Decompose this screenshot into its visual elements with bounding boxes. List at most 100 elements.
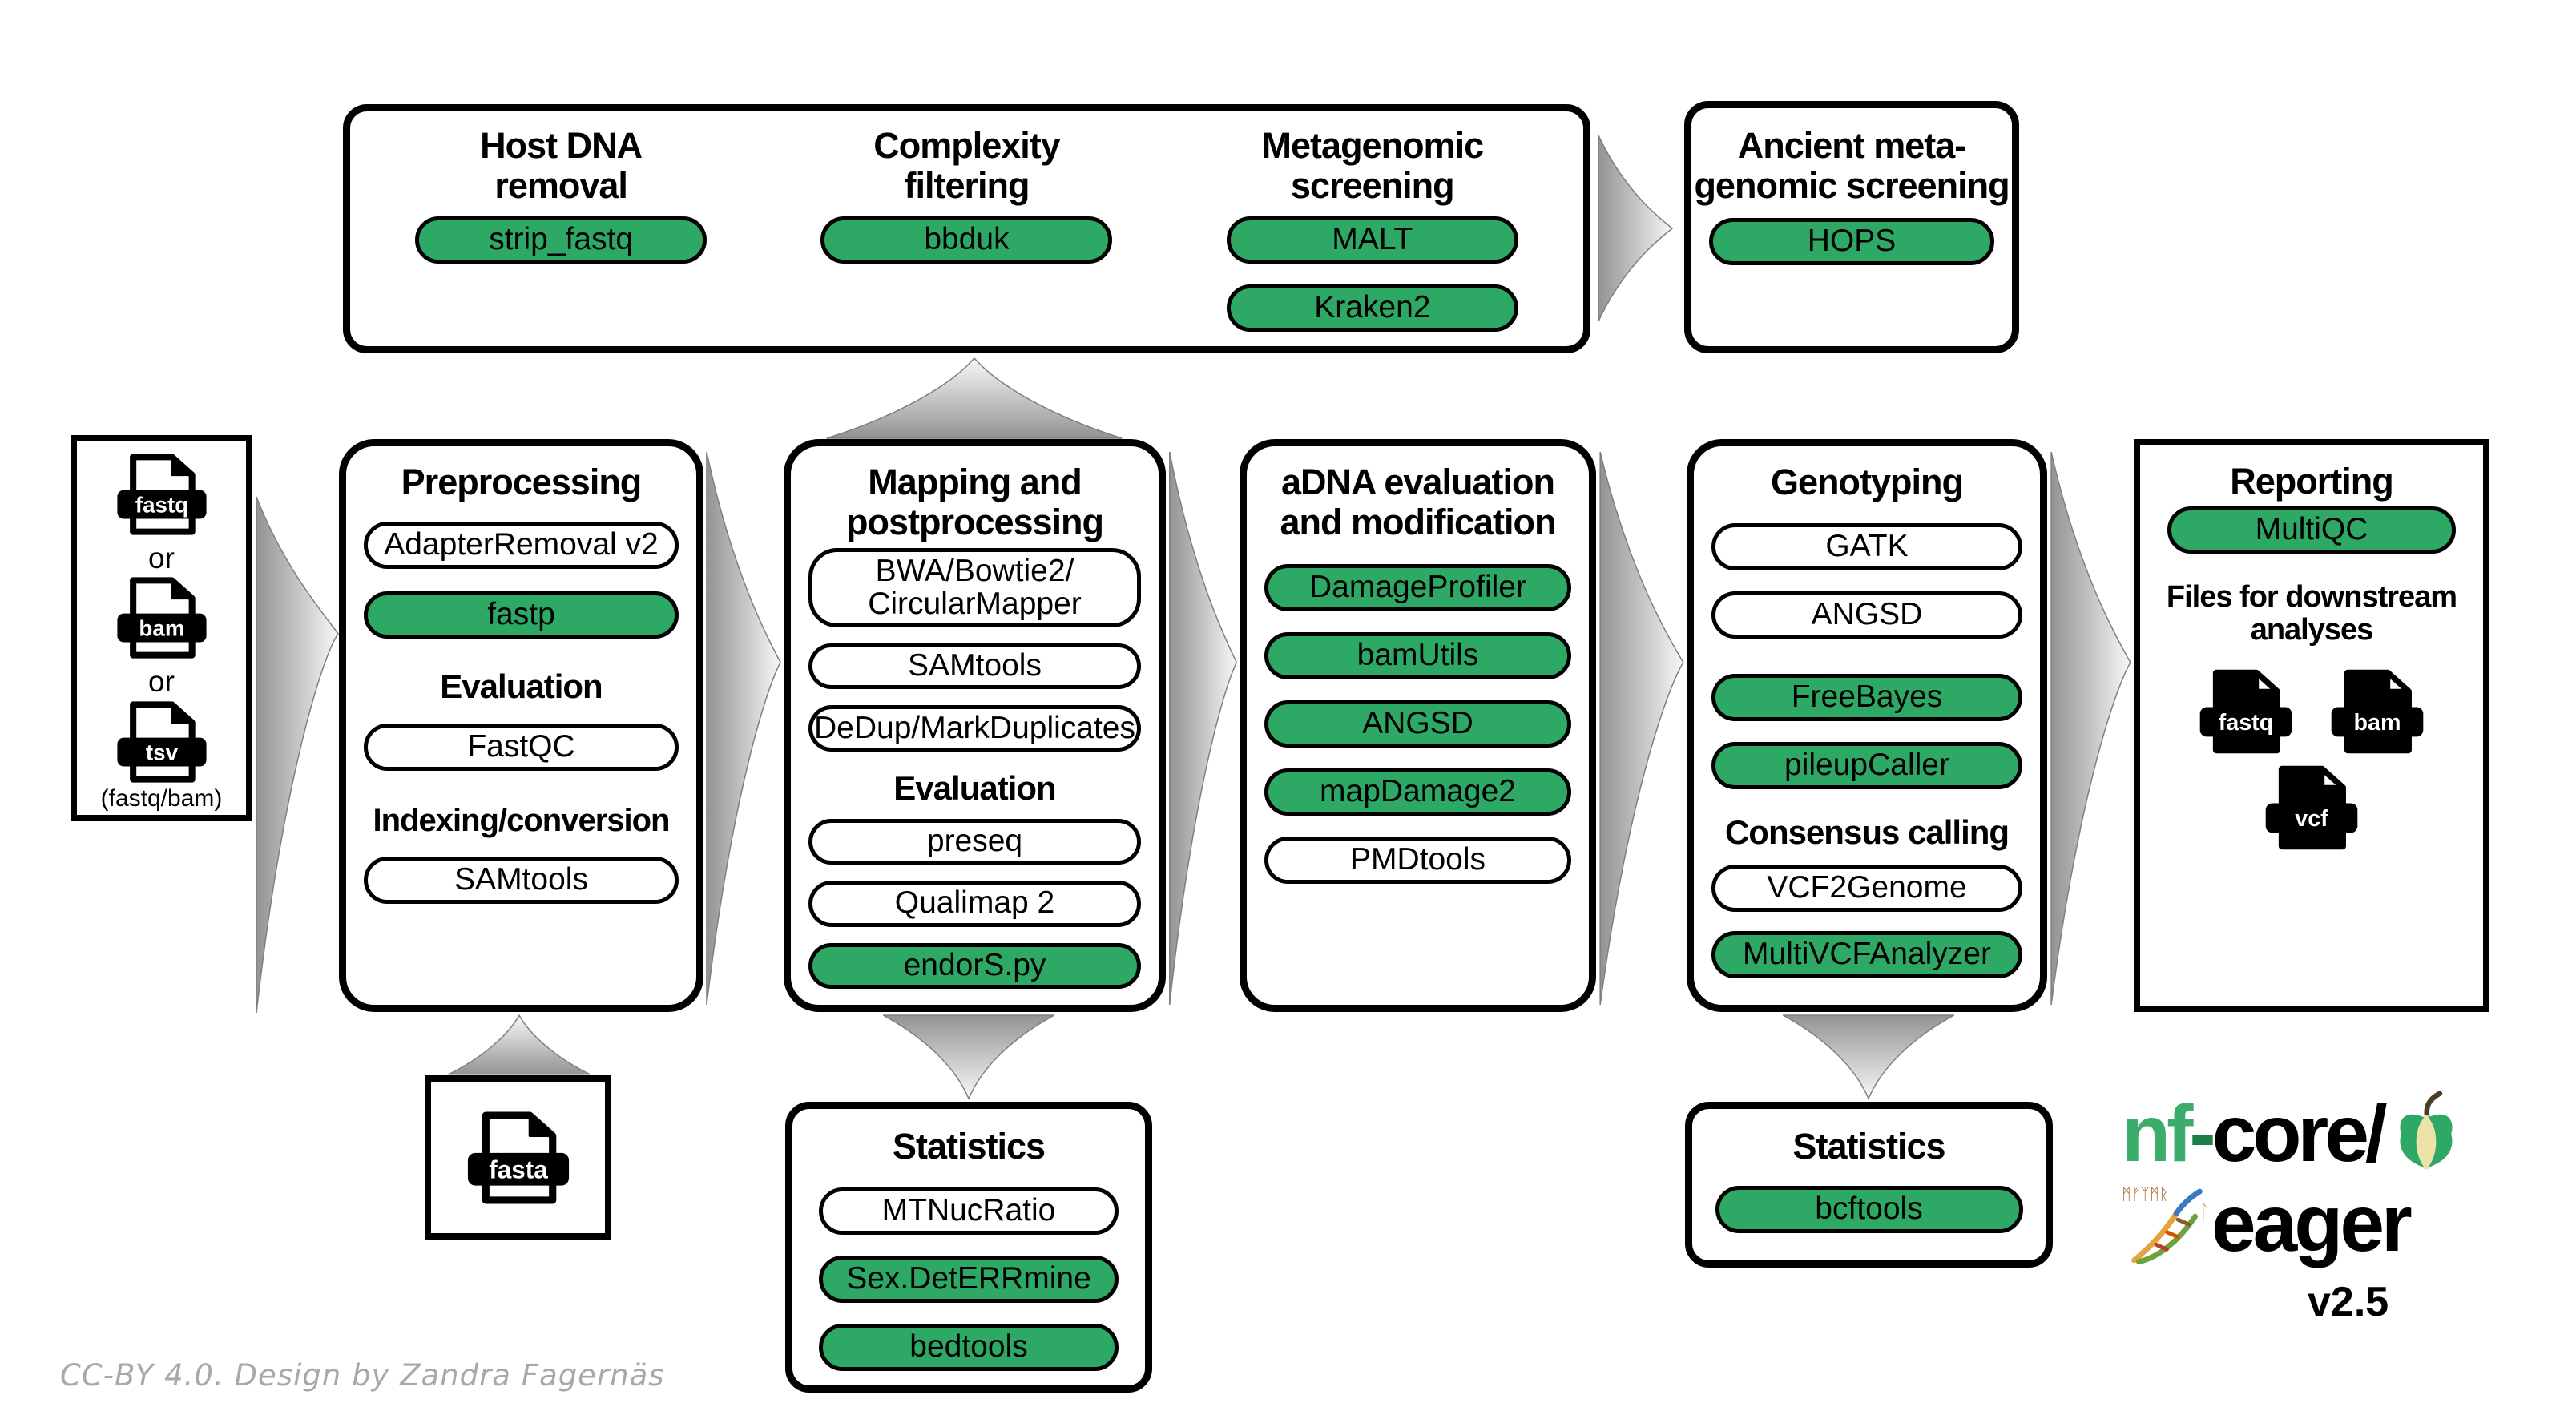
preprocessing-title: Preprocessing bbox=[401, 462, 643, 502]
reporting-title: Reporting bbox=[2230, 461, 2393, 502]
svg-text:ᛗᚠᛉᛗᚱ: ᛗᚠᛉᛗᚱ bbox=[2122, 1184, 2168, 1203]
statistics-mapping-box: Statistics MTNucRatio Sex.DetERRmine bed… bbox=[785, 1102, 1152, 1393]
tool-pill-dedup-markduplicates: DeDup/MarkDuplicates bbox=[808, 705, 1141, 752]
title-line: Files for downstream bbox=[2166, 579, 2457, 614]
logo-nf-text: nf bbox=[2122, 1089, 2193, 1179]
svg-text:tsv: tsv bbox=[145, 740, 178, 764]
genotyping-box: Genotyping GATK ANGSD FreeBayes pileupCa… bbox=[1687, 439, 2047, 1012]
fastq-file-icon: fastq bbox=[2199, 669, 2292, 754]
statistics-title: Statistics bbox=[1792, 1126, 1945, 1167]
host-dna-removal-title: Host DNA removal bbox=[480, 125, 643, 206]
flow-arrow-up-icon bbox=[446, 1014, 592, 1076]
svg-text:fastq: fastq bbox=[2219, 710, 2273, 736]
statistics-genotyping-box: Statistics bcftools bbox=[1685, 1102, 2053, 1268]
title-line: Metagenomic bbox=[1261, 125, 1485, 166]
title-line: removal bbox=[494, 164, 628, 206]
tool-pill-mapdamage2: mapDamage2 bbox=[1264, 768, 1571, 816]
title-line: Complexity bbox=[873, 125, 1061, 166]
consensus-calling-subtitle: Consensus calling bbox=[1724, 812, 2010, 851]
title-line: screening bbox=[1291, 164, 1455, 206]
tool-pill-endors-py: endorS.py bbox=[808, 942, 1141, 990]
metagenomic-screening-column: Metagenomic screening MALT Kraken2 bbox=[1226, 125, 1518, 332]
logo-version: v2.5 bbox=[2308, 1279, 2389, 1325]
tool-pill-mtnucratio: MTNucRatio bbox=[819, 1187, 1119, 1235]
flow-arrow-down-icon bbox=[881, 1013, 1057, 1101]
complexity-filtering-title: Complexity filtering bbox=[873, 125, 1061, 205]
complexity-filtering-column: Complexity filtering bbduk bbox=[820, 125, 1113, 264]
title-line: and modification bbox=[1280, 501, 1557, 542]
or-label: or bbox=[148, 542, 175, 575]
host-dna-removal-column: Host DNA removal strip_fastq bbox=[415, 126, 707, 264]
bam-file-icon: bam bbox=[2331, 669, 2424, 754]
apple-core-icon bbox=[2400, 1091, 2453, 1170]
fasta-file-icon: fasta bbox=[467, 1111, 569, 1203]
svg-text:fasta: fasta bbox=[489, 1155, 548, 1183]
tool-pill-samtools: SAMtools bbox=[808, 643, 1141, 690]
tsv-file-icon: tsv bbox=[116, 701, 207, 783]
genotyping-title: Genotyping bbox=[1771, 462, 1964, 502]
logo-eager-text: eager bbox=[2211, 1179, 2413, 1268]
tool-pill-adapterremoval: AdapterRemoval v2 bbox=[364, 521, 679, 569]
tool-pill-preseq: preseq bbox=[808, 818, 1141, 865]
files-downstream-title: Files for downstream analyses bbox=[2166, 579, 2457, 648]
tool-pill-bamutils: bamUtils bbox=[1264, 632, 1571, 679]
reporting-box: Reporting MultiQC Files for downstream a… bbox=[2134, 439, 2489, 1012]
logo-line2: ᛗᚠᛉᛗᚱ ᛚ eager bbox=[2122, 1178, 2570, 1270]
title-line: genomic screening bbox=[1694, 164, 2010, 206]
license-credit-text: CC-BY 4.0. Design by Zandra Fagernäs bbox=[60, 1358, 665, 1393]
tool-pill-sexdeterrmine: Sex.DetERRmine bbox=[819, 1255, 1119, 1303]
tool-pill-bwa-bowtie2-circularmapper: BWA/Bowtie2/ CircularMapper bbox=[808, 548, 1141, 627]
svg-text:vcf: vcf bbox=[2295, 806, 2328, 832]
tool-pill-vcf2genome: VCF2Genome bbox=[1711, 864, 2022, 912]
tool-pill-fastqc: FastQC bbox=[364, 723, 679, 771]
flow-arrow-up-icon bbox=[822, 356, 1127, 441]
tool-pill-gatk: GATK bbox=[1711, 522, 2022, 570]
pill-line: CircularMapper bbox=[868, 586, 1082, 621]
flow-arrow-right-icon bbox=[2050, 447, 2132, 1010]
input-files-box: fastq or bam or tsv (fastq/bam) bbox=[71, 435, 252, 821]
tsv-caption: (fastq/bam) bbox=[100, 784, 223, 812]
tool-pill-pmdtools: PMDtools bbox=[1264, 837, 1571, 884]
flow-arrow-down-icon bbox=[1780, 1013, 1957, 1101]
title-line: Ancient meta- bbox=[1737, 125, 1967, 166]
tool-pill-strip-fastq: strip_fastq bbox=[415, 216, 707, 264]
output-files-row: fastq bam bbox=[2197, 668, 2426, 755]
title-line: postprocessing bbox=[845, 501, 1104, 542]
title-line: Host DNA bbox=[480, 125, 643, 166]
title-line: Mapping and bbox=[868, 462, 1082, 502]
title-line: analyses bbox=[2250, 613, 2374, 647]
tool-pill-malt: MALT bbox=[1226, 216, 1518, 264]
flow-arrow-right-icon bbox=[705, 447, 782, 1010]
metagenomic-screening-title: Metagenomic screening bbox=[1261, 125, 1485, 206]
tool-pill-multivcfanalyzer: MultiVCFAnalyzer bbox=[1711, 930, 2022, 978]
fasta-reference-box: fasta bbox=[425, 1075, 611, 1240]
tool-pill-multiqc: MultiQC bbox=[2167, 506, 2456, 554]
tool-pill-freebayes: FreeBayes bbox=[1711, 673, 2022, 721]
tool-pill-samtools: SAMtools bbox=[364, 856, 679, 904]
tool-pill-fastp: fastp bbox=[364, 591, 679, 639]
indexing-conversion-subtitle: Indexing/conversion bbox=[373, 802, 671, 838]
tool-pill-bbduk: bbduk bbox=[820, 216, 1113, 264]
pill-line: BWA/Bowtie2/ bbox=[875, 553, 1074, 588]
ancient-metagenomic-screening-box: Ancient meta- genomic screening HOPS bbox=[1684, 101, 2019, 353]
tool-pill-qualimap2: Qualimap 2 bbox=[808, 881, 1141, 927]
logo-line1: nf-core/ bbox=[2122, 1089, 2570, 1179]
mapping-postprocessing-box: Mapping and postprocessing BWA/Bowtie2/ … bbox=[784, 439, 1166, 1012]
mapping-title: Mapping and postprocessing bbox=[845, 462, 1104, 542]
flow-arrow-right-icon bbox=[1168, 447, 1238, 1010]
evaluation-subtitle: Evaluation bbox=[440, 667, 603, 705]
preprocessing-box: Preprocessing AdapterRemoval v2 fastp Ev… bbox=[339, 439, 703, 1012]
tool-pill-damageprofiler: DamageProfiler bbox=[1264, 564, 1571, 611]
tool-pill-hops: HOPS bbox=[1709, 218, 1994, 265]
logo-core-text: core/ bbox=[2211, 1089, 2388, 1179]
svg-text:bam: bam bbox=[139, 616, 184, 641]
svg-text:bam: bam bbox=[2354, 710, 2401, 736]
adna-evaluation-box: aDNA evaluation and modification DamageP… bbox=[1240, 439, 1596, 1012]
screening-box: Host DNA removal strip_fastq Complexity … bbox=[343, 104, 1590, 353]
title-line: aDNA evaluation bbox=[1281, 462, 1555, 502]
tool-pill-angsd: ANGSD bbox=[1711, 591, 2022, 639]
bam-file-icon: bam bbox=[116, 577, 207, 659]
fastq-file-icon: fastq bbox=[116, 454, 207, 535]
logo-dash-text: - bbox=[2189, 1089, 2215, 1179]
